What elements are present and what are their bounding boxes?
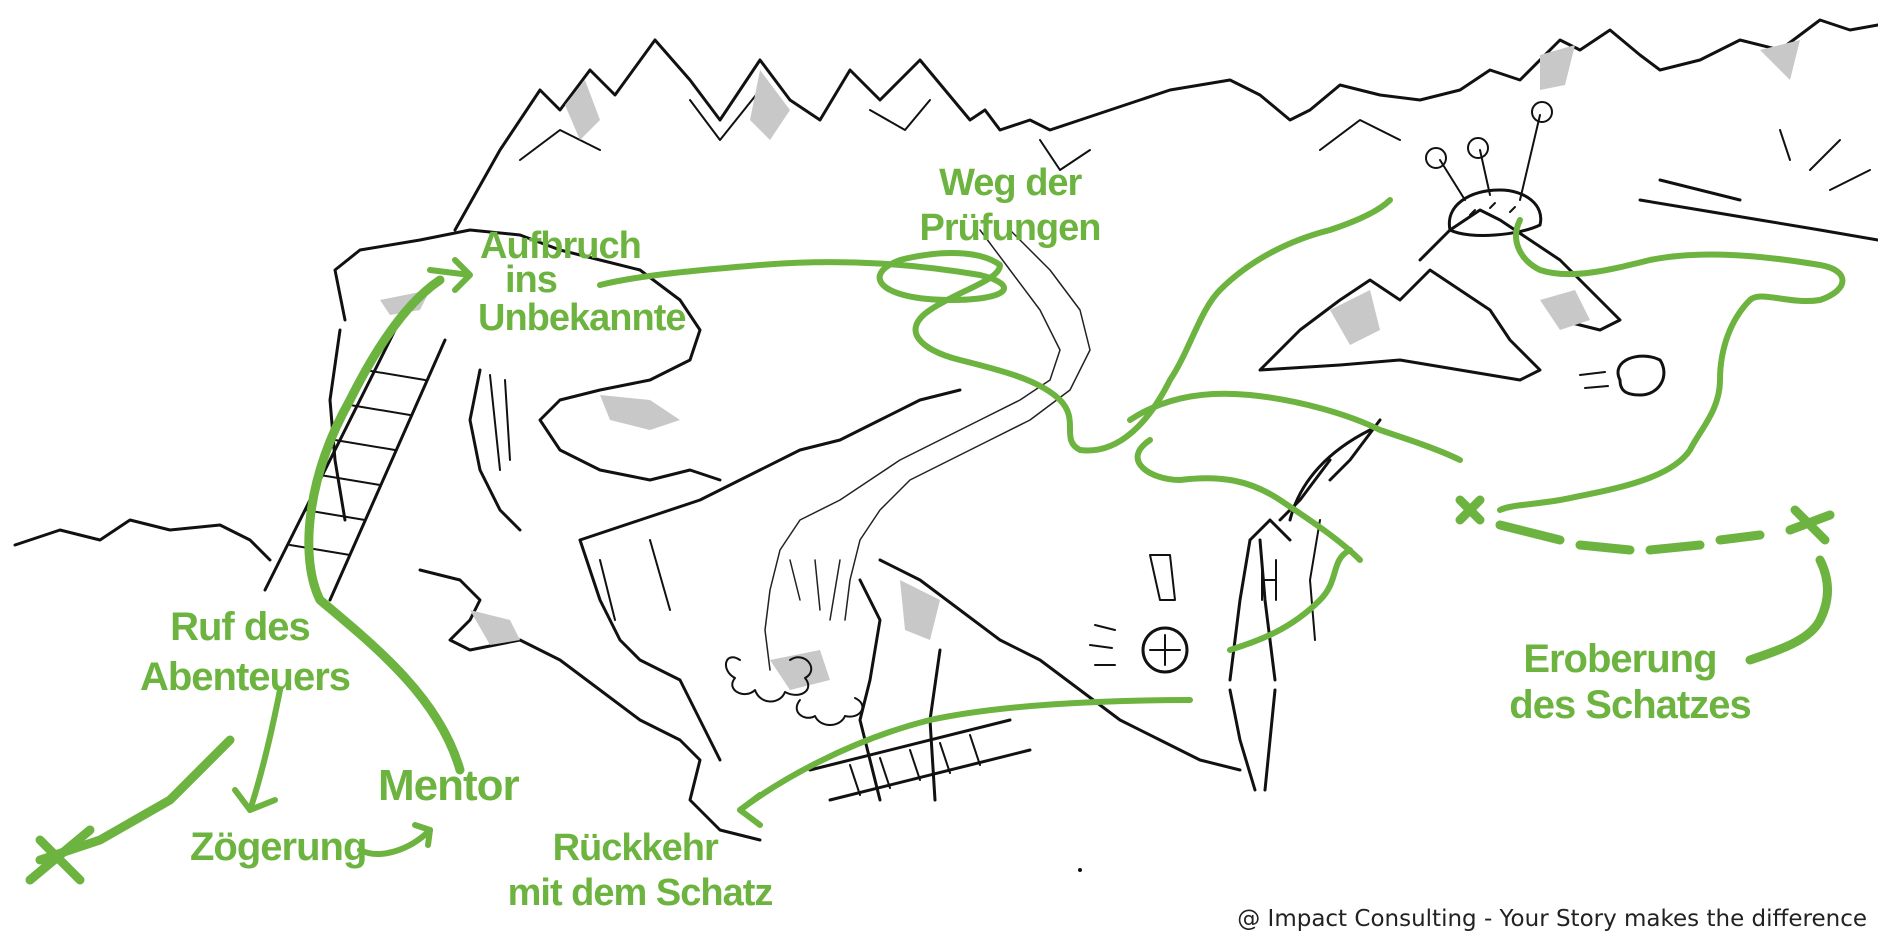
hero <box>1090 420 1380 790</box>
zoegerung-label: Zögerung <box>190 825 366 869</box>
copyright-credit: @ Impact Consulting - Your Story makes t… <box>1237 906 1867 932</box>
ruf-des-abenteuers-label: Ruf des Abenteuers <box>140 605 350 699</box>
rueckkehr-label: Rückkehr mit dem Schatz <box>508 827 773 914</box>
ladder <box>265 330 445 600</box>
weg-der-pruefungen-label: Weg der Prüfungen <box>920 162 1101 249</box>
treasure-dashes <box>1500 525 1760 550</box>
bridge <box>810 720 1082 872</box>
stage-labels: Ruf des Abenteuers Zögerung Mentor Aufbr… <box>140 162 1751 914</box>
eroberung-des-schatzes-label: Eroberung des Schatzes <box>1509 637 1750 727</box>
mentor-label: Mentor <box>378 761 520 810</box>
river-waterfall <box>726 230 1090 725</box>
mountain-range <box>455 20 1878 230</box>
